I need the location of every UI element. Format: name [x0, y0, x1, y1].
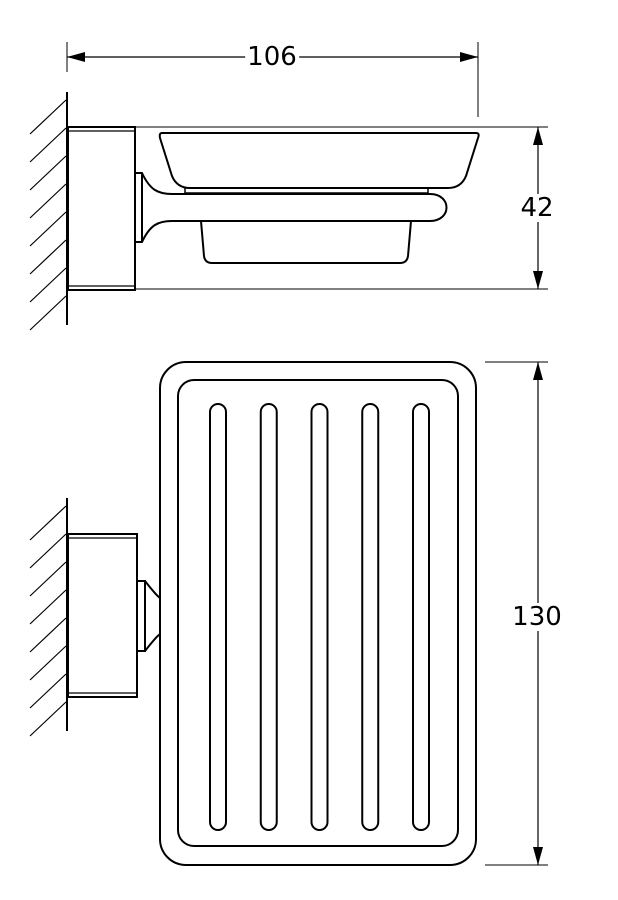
drain-slot	[310, 403, 329, 831]
drain-slot	[209, 403, 227, 831]
height-label: 42	[518, 193, 556, 223]
hatch-line	[29, 673, 67, 709]
hatch-line	[29, 701, 67, 737]
hatch-line	[29, 645, 67, 681]
hatch-line	[29, 561, 67, 597]
top-view-holder	[67, 533, 161, 698]
hatch-line	[29, 183, 67, 219]
hatch-line	[29, 505, 67, 541]
wall-hatch-top	[29, 498, 68, 737]
hatch-line	[29, 127, 67, 163]
side-view-holder	[67, 126, 480, 291]
hatch-line	[29, 267, 67, 303]
width-label: 106	[245, 42, 299, 72]
hatch-line	[29, 211, 67, 247]
hatch-line	[29, 533, 67, 569]
drain-slot	[259, 403, 278, 831]
hatch-line	[29, 617, 67, 653]
hatch-line	[29, 99, 67, 135]
wall-hatch-side	[29, 92, 68, 331]
drain-slot	[361, 403, 380, 831]
top-view-dish	[159, 361, 477, 866]
hatch-line	[29, 239, 67, 275]
hatch-line	[29, 155, 67, 191]
hatch-line	[29, 295, 67, 331]
height-dimension	[135, 126, 548, 290]
length-label: 130	[510, 602, 564, 632]
drain-slot	[412, 403, 430, 831]
hatch-line	[29, 589, 67, 625]
